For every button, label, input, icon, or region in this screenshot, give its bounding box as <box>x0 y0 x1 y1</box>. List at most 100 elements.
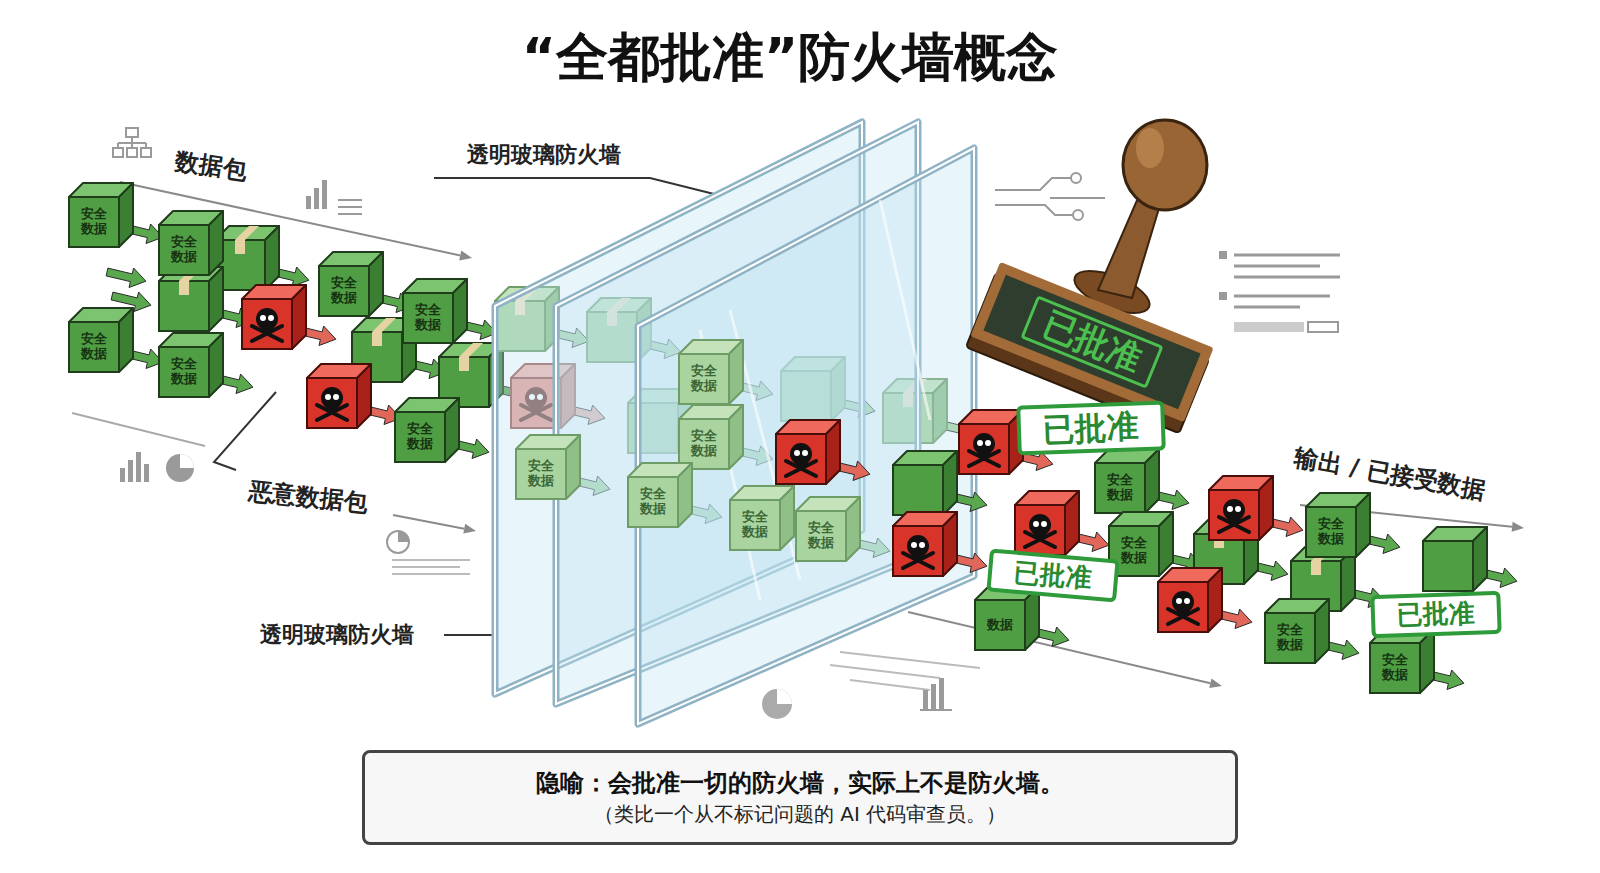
cube-tape <box>459 357 469 371</box>
skull-jaw <box>1177 609 1189 616</box>
packet-label: 安全 数据 <box>679 419 729 469</box>
data-packet: 安全 数据 <box>395 398 459 462</box>
part-label: 透明玻璃防火墙 <box>260 622 414 648</box>
green-packet <box>1423 527 1487 591</box>
grey-line <box>830 652 980 690</box>
part-label: 数据包 <box>173 147 248 186</box>
cube-side <box>445 398 459 462</box>
malicious-packet <box>1158 568 1222 632</box>
skull-jaw <box>978 451 990 458</box>
malicious-packet <box>959 410 1023 474</box>
document-icon <box>1219 251 1340 332</box>
cube-side <box>357 364 371 428</box>
crossbones <box>1025 532 1055 547</box>
packet-label: 安全 数据 <box>1370 643 1420 693</box>
green-packet <box>1095 449 1159 513</box>
cube-front <box>159 225 209 275</box>
data-packet: 安全 数据 <box>159 211 223 275</box>
green-packet <box>679 405 743 469</box>
flow-arrowhead <box>459 251 472 261</box>
data-packet: 数据 <box>975 586 1039 650</box>
cube-front <box>730 500 780 550</box>
cube-front <box>1423 541 1473 591</box>
packet-label: 安全 数据 <box>69 197 119 247</box>
packet-label: 安全 数据 <box>159 347 209 397</box>
cube-front <box>319 266 369 316</box>
skull-symbol <box>317 387 347 420</box>
cube-side <box>209 211 223 275</box>
pie-slice <box>398 531 409 542</box>
skull-symbol <box>252 308 282 341</box>
skull-eye <box>1176 598 1182 604</box>
cube-side <box>1159 512 1173 576</box>
packet-label: 数据 <box>975 600 1025 650</box>
green-packet <box>159 333 223 397</box>
glass-pane <box>638 148 974 724</box>
flow-arrowhead <box>463 524 476 534</box>
skull-eye <box>802 450 808 456</box>
leader-line <box>214 392 276 470</box>
packet-label: 安全 数据 <box>1306 507 1356 557</box>
cube-side <box>1315 599 1329 663</box>
cube-front <box>1306 507 1356 557</box>
stamp-neck <box>1098 198 1160 298</box>
packet-label: 安全 数据 <box>403 293 453 343</box>
cube-front <box>395 412 445 462</box>
caption-main: 隐喻：会批准一切的防火墙，实际上不是防火墙。 <box>536 766 1064 801</box>
cube-front <box>159 347 209 397</box>
malicious-packet <box>1209 476 1273 540</box>
packet-label: 安全 数据 <box>319 266 369 316</box>
cube-front <box>159 281 209 331</box>
stamp-text: 已批准 <box>1021 296 1164 389</box>
cube-tape <box>235 226 259 240</box>
caption-box: 隐喻：会批准一切的防火墙，实际上不是防火墙。（类比一个从不标记问题的 AI 代码… <box>362 750 1238 845</box>
skull-jaw <box>795 461 807 468</box>
green-packet <box>516 435 580 499</box>
crossbones <box>786 461 816 476</box>
part-label: 透明玻璃防火墙 <box>467 142 621 168</box>
green-packet <box>215 226 279 290</box>
skull-eye <box>1041 521 1047 527</box>
approved-tag: 已批准 <box>1016 400 1166 456</box>
data-packet: 安全 数据 <box>1095 449 1159 513</box>
cube-front <box>69 322 119 372</box>
cube-front <box>1095 463 1145 513</box>
skull-jaw <box>1228 517 1240 524</box>
cube-side <box>1208 568 1222 632</box>
crossbones <box>903 553 933 568</box>
packet-label: 安全 数据 <box>730 500 780 550</box>
cube-front <box>893 526 943 576</box>
green-packet <box>679 340 743 404</box>
caption-sub: （类比一个从不标记问题的 AI 代码审查员。） <box>594 800 1006 829</box>
skull-eye <box>260 315 266 321</box>
skull-eye <box>1033 521 1039 527</box>
cube-side <box>369 252 383 316</box>
packet-label: 安全 数据 <box>516 449 566 499</box>
cube-tape <box>1311 561 1321 575</box>
flow-arrow <box>106 268 146 288</box>
diagram-title: “全都批准”防火墙概念 <box>522 29 1058 86</box>
cube-front <box>69 197 119 247</box>
cube-front <box>679 354 729 404</box>
pie-icon <box>762 689 792 719</box>
hierarchy-icon <box>113 128 151 157</box>
cube-side <box>265 226 279 290</box>
data-packet: 安全 数据 <box>679 340 743 404</box>
approved-tag: 已批准 <box>1370 591 1501 639</box>
pie-icon <box>166 454 194 482</box>
skull-eye <box>1235 506 1241 512</box>
crossbones <box>1168 609 1198 624</box>
skull-symbol <box>969 433 999 466</box>
cube-side <box>943 451 957 515</box>
cube-side <box>943 512 957 576</box>
green-packet <box>796 497 860 561</box>
pie-slice <box>180 454 194 468</box>
packet-label: 安全 数据 <box>159 225 209 275</box>
cube-side <box>678 463 692 527</box>
front-layer <box>776 120 1517 690</box>
skull-eye <box>1227 506 1233 512</box>
data-packet: 安全 数据 <box>159 333 223 397</box>
data-packet: 安全 数据 <box>516 435 580 499</box>
skull-eye <box>919 542 925 548</box>
